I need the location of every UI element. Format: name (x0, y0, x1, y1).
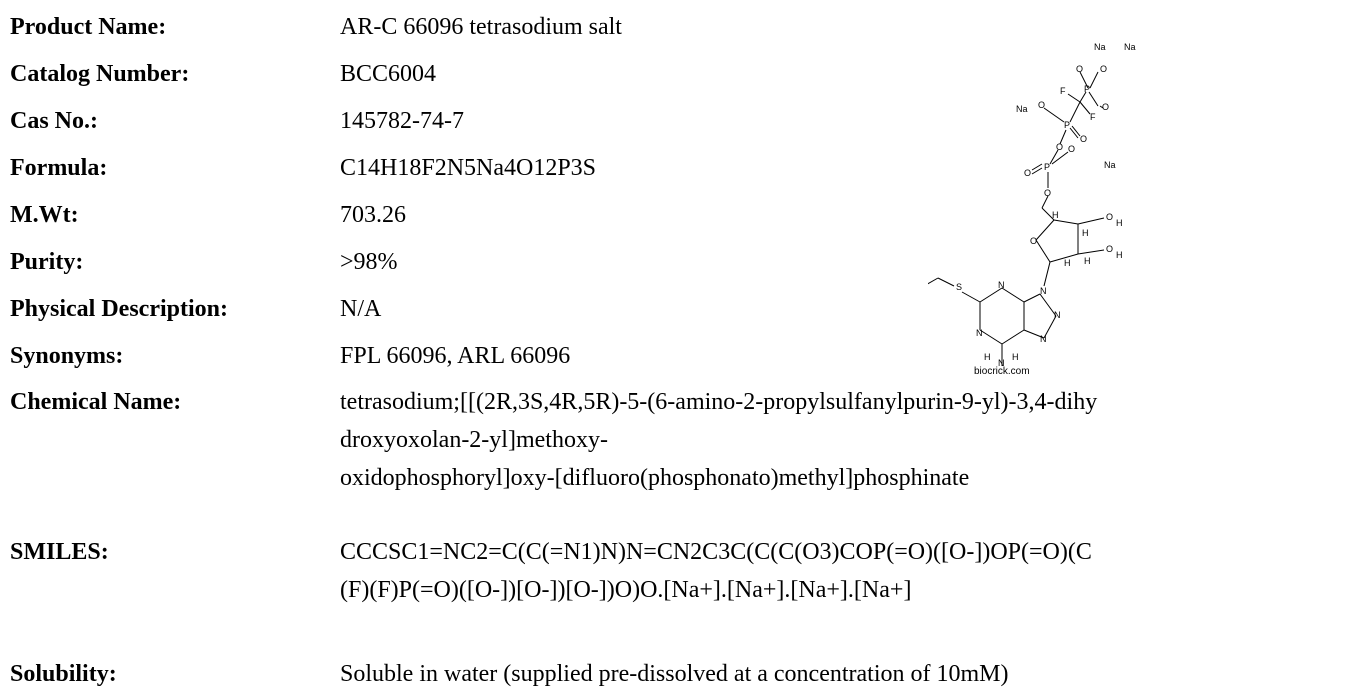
field-value: BCC6004 (340, 61, 437, 87)
atom-label: N (976, 328, 983, 338)
field-value: FPL 66096, ARL 66096 (340, 343, 571, 369)
atom-label: F (1090, 112, 1096, 122)
atom-label: H (1116, 250, 1123, 260)
field-value: 703.26 (340, 202, 406, 228)
atom-label: H (984, 352, 991, 362)
atom-label: H (1052, 210, 1059, 220)
atom-label: O (1102, 102, 1109, 112)
field-label: Product Name: (10, 14, 167, 40)
solubility-label: Solubility: (10, 661, 117, 687)
atom-label: P (1084, 84, 1090, 94)
atom-label: O (1068, 144, 1075, 154)
chemical-structure-diagram: Na Na O O P F O F Na O P O O O P O Na O … (928, 42, 1136, 376)
field-value: AR-C 66096 tetrasodium salt (340, 14, 622, 40)
smiles-value: CCCSC1=NC2=C(C(=N1)N)N=CN2C3C(C(C(O3)COP… (340, 533, 1092, 609)
atom-label: N (998, 280, 1005, 290)
atom-label: O (1024, 168, 1031, 178)
structure-watermark: biocrick.com (974, 366, 1030, 376)
atom-label: O (1056, 142, 1063, 152)
atom-label: Na (1094, 42, 1106, 52)
atom-label: F (1060, 86, 1066, 96)
chemical-name-line: droxyoxolan-2-yl]methoxy- (340, 427, 608, 453)
atom-label: N (1054, 310, 1061, 320)
atom-label: P (1044, 162, 1050, 172)
field-label: M.Wt: (10, 202, 79, 228)
atom-label: O (1100, 64, 1107, 74)
structure-bonds (928, 71, 1105, 366)
field-label: Cas No.: (10, 108, 98, 134)
atom-label: O (1030, 236, 1037, 246)
chemical-name-line: tetrasodium;[[(2R,3S,4R,5R)-5-(6-amino-2… (340, 389, 1098, 415)
atom-label: N (1040, 286, 1047, 296)
structure-atoms: Na Na O O P F O F Na O P O O O P O Na O … (956, 42, 1136, 368)
atom-label: O (1038, 100, 1045, 110)
chemical-name-label: Chemical Name: (10, 389, 182, 415)
atom-label: O (1080, 134, 1087, 144)
chemical-name-value: tetrasodium;[[(2R,3S,4R,5R)-5-(6-amino-2… (340, 383, 1097, 497)
smiles-line: (F)(F)P(=O)([O-])[O-])[O-])O)O.[Na+].[Na… (340, 577, 912, 603)
field-value: N/A (340, 296, 382, 322)
chemical-name-line: oxidophosphoryl]oxy-[difluoro(phosphonat… (340, 465, 970, 491)
atom-label: H (1012, 352, 1019, 362)
atom-label: H (1064, 258, 1071, 268)
atom-label: O (1106, 212, 1113, 222)
field-value: >98% (340, 249, 398, 275)
smiles-line: CCCSC1=NC2=C(C(=N1)N)N=CN2C3C(C(C(O3)COP… (340, 539, 1092, 565)
field-label: Purity: (10, 249, 84, 275)
atom-label: Na (1016, 104, 1028, 114)
field-value: C14H18F2N5Na4O12P3S (340, 155, 597, 181)
atom-label: H (1116, 218, 1123, 228)
solubility-value: Soluble in water (supplied pre-dissolved… (340, 661, 1009, 687)
field-label: Synonyms: (10, 343, 124, 369)
atom-label: N (998, 358, 1005, 368)
atom-label: Na (1124, 42, 1136, 52)
smiles-label: SMILES: (10, 539, 109, 565)
field-label: Physical Description: (10, 296, 228, 322)
atom-label: H (1082, 228, 1089, 238)
atom-label: O (1044, 188, 1051, 198)
atom-label: O (1106, 244, 1113, 254)
atom-label: O (1076, 64, 1083, 74)
atom-label: H (1084, 256, 1091, 266)
atom-label: Na (1104, 160, 1116, 170)
field-label: Formula: (10, 155, 108, 181)
field-value: 145782-74-7 (340, 108, 464, 134)
atom-label: P (1064, 120, 1070, 130)
field-label: Catalog Number: (10, 61, 190, 87)
atom-label: N (1040, 334, 1047, 344)
atom-label: S (956, 282, 962, 292)
